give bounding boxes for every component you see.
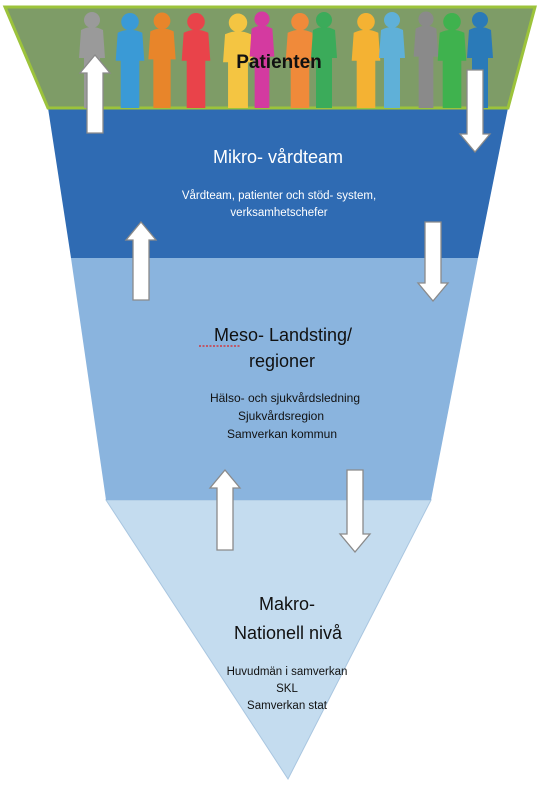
- person-silhouette-icon: [181, 12, 211, 108]
- person-silhouette-icon: [351, 12, 381, 108]
- flow-arrows: [78, 53, 492, 554]
- person-silhouette-icon: [413, 11, 439, 109]
- mikro-title: Mikro- vårdteam: [213, 147, 343, 167]
- makro-title-line-1: Makro-: [259, 594, 315, 614]
- patient-title: Patienten: [236, 52, 322, 73]
- person-silhouette-icon: [115, 12, 145, 108]
- patient-silhouettes: [79, 11, 493, 109]
- makro-desc-line-2: SKL: [276, 683, 298, 695]
- mikro-desc-line-2: verksamhetschefer: [230, 207, 327, 219]
- person-silhouette-icon: [379, 12, 405, 108]
- person-silhouette-icon: [223, 13, 253, 109]
- person-silhouette-icon: [437, 12, 467, 108]
- arrow-up-icon: [208, 468, 242, 551]
- person-silhouette-icon: [311, 12, 337, 108]
- meso-title-line-1: Meso- Landsting/: [214, 325, 352, 345]
- arrow-down-icon: [416, 221, 450, 303]
- mikro-desc-line-1: Vårdteam, patienter och stöd- system,: [182, 190, 376, 202]
- arrow-down-icon: [338, 469, 372, 554]
- person-silhouette-icon: [148, 12, 176, 108]
- makro-desc-line-3: Samverkan stat: [247, 700, 328, 712]
- meso-title-line-2: regioner: [249, 351, 315, 371]
- meso-desc-line-1: Hälso- och sjukvårdsledning: [210, 391, 360, 405]
- arrow-up-icon: [78, 53, 112, 134]
- mikro-level: [48, 108, 508, 258]
- meso-desc-line-2: Sjukvårdsregion: [238, 409, 324, 423]
- makro-title-line-2: Nationell nivå: [234, 623, 343, 643]
- person-silhouette-icon: [249, 11, 275, 109]
- arrow-up-icon: [124, 220, 158, 301]
- meso-level: [71, 258, 478, 500]
- meso-desc-line-3: Samverkan kommun: [227, 427, 337, 441]
- arrow-down-icon: [458, 69, 492, 154]
- person-silhouette-icon: [285, 12, 315, 108]
- makro-desc-line-1: Huvudmän i samverkan: [227, 666, 348, 678]
